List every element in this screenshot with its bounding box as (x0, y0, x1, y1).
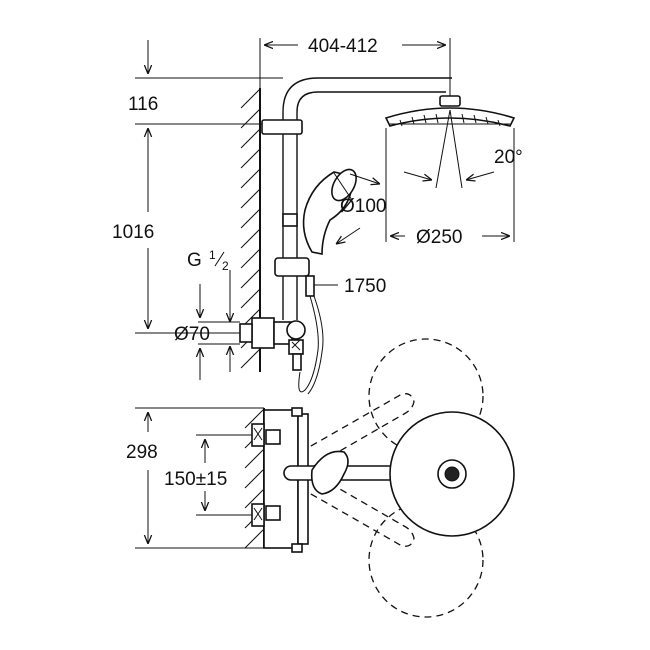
dim-head-shower-label: Ø250 (416, 227, 462, 248)
rain-shower-head (384, 95, 516, 189)
dim-inlet-spacing-label: 150±15 (164, 469, 227, 490)
hose (298, 295, 319, 393)
dim-hose: 1750 (314, 276, 386, 297)
dim-body-height-label: 298 (126, 442, 158, 463)
dim-inlet-spacing: 150±15 (164, 434, 252, 516)
wall-bracket (261, 119, 303, 135)
thermostat-side (228, 317, 306, 371)
slide-holder (274, 257, 310, 277)
shower-rail (261, 77, 452, 320)
dim-thread: G 1 2 (187, 248, 230, 372)
dim-pipe: Ø70 (174, 284, 240, 380)
shower-arm-plan (283, 411, 515, 537)
dim-hand-shower-label: Ø100 (340, 196, 386, 217)
dim-rail-height-label: 1016 (112, 222, 154, 243)
dim-tilt-label: 20° (494, 147, 523, 168)
dim-top-offset-label: 116 (128, 94, 158, 115)
dim-rail-height: 1016 (112, 130, 228, 334)
dim-hose-label: 1750 (344, 276, 386, 297)
dim-pipe-label: Ø70 (174, 324, 210, 345)
thread-denominator: 2 (222, 259, 229, 273)
dim-width: 404-412 (259, 36, 451, 96)
thread-label: G (187, 250, 202, 271)
dim-hand-shower: Ø100 (336, 173, 386, 244)
hand-shower (302, 168, 357, 255)
dim-head-shower: Ø250 (385, 128, 515, 248)
thread-numerator: 1 (209, 248, 216, 262)
dim-tilt: 20° (403, 147, 523, 180)
dim-body-height: 298 (126, 407, 264, 549)
dim-width-label: 404-412 (308, 36, 378, 57)
